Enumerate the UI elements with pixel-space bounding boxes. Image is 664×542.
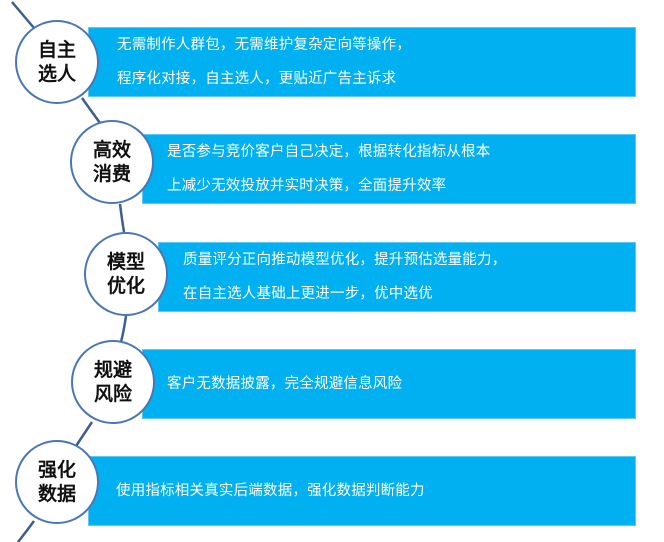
step-1-title-circle: 自主 选人: [15, 20, 99, 104]
step-4-title-line-1: 规避: [93, 359, 132, 381]
step-1-title-line-2: 选人: [37, 63, 76, 85]
step-4-title-line-2: 风险: [93, 383, 132, 405]
step-4-text-line-1: 客户无数据披露，完全规避信息风险: [167, 376, 403, 392]
step-3-title-line-2: 优化: [106, 275, 145, 297]
step-3-title-circle: 模型 优化: [84, 232, 168, 316]
step-1-text-line-2: 程序化对接，自主选人，更贴近广告主诉求: [117, 71, 397, 87]
step-2-text-line-2: 上减少无效投放并实时决策，全面提升效率: [167, 178, 447, 194]
step-4-title-circle: 规避 风险: [71, 340, 155, 424]
step-2-text-line-1: 是否参与竞价客户自己决定，根据转化指标从根本: [167, 144, 491, 160]
step-5-title-line-2: 数据: [37, 483, 76, 505]
step-1-title-line-1: 自主: [37, 39, 76, 61]
step-2-title-line-2: 消费: [92, 163, 131, 185]
step-2-title-line-1: 高效: [92, 139, 131, 161]
step-2-title-circle: 高效 消费: [70, 120, 154, 204]
step-3-description-box: 质量评分正向推动模型优化，提升预估选量能力， 在自主选人基础上更进一步，优中选优: [158, 242, 636, 312]
step-3-text-line-1: 质量评分正向推动模型优化，提升预估选量能力，: [183, 252, 507, 268]
step-5-title-line-1: 强化: [37, 459, 76, 481]
step-4-description-box: 客户无数据披露，完全规避信息风险: [142, 349, 636, 419]
step-5-text-line-1: 使用指标相关真实后端数据，强化数据判断能力: [116, 483, 425, 499]
step-1-description-box: 无需制作人群包，无需维护复杂定向等操作， 程序化对接，自主选人，更贴近广告主诉求: [88, 27, 636, 97]
step-3-text-line-2: 在自主选人基础上更进一步，优中选优: [183, 286, 433, 302]
step-5-description-box: 使用指标相关真实后端数据，强化数据判断能力: [88, 456, 636, 526]
step-2-description-box: 是否参与竞价客户自己决定，根据转化指标从根本 上减少无效投放并实时决策，全面提升…: [142, 134, 636, 204]
step-5-title-circle: 强化 数据: [15, 440, 99, 524]
step-1-text-line-1: 无需制作人群包，无需维护复杂定向等操作，: [117, 37, 411, 53]
step-3-title-line-1: 模型: [106, 251, 145, 273]
